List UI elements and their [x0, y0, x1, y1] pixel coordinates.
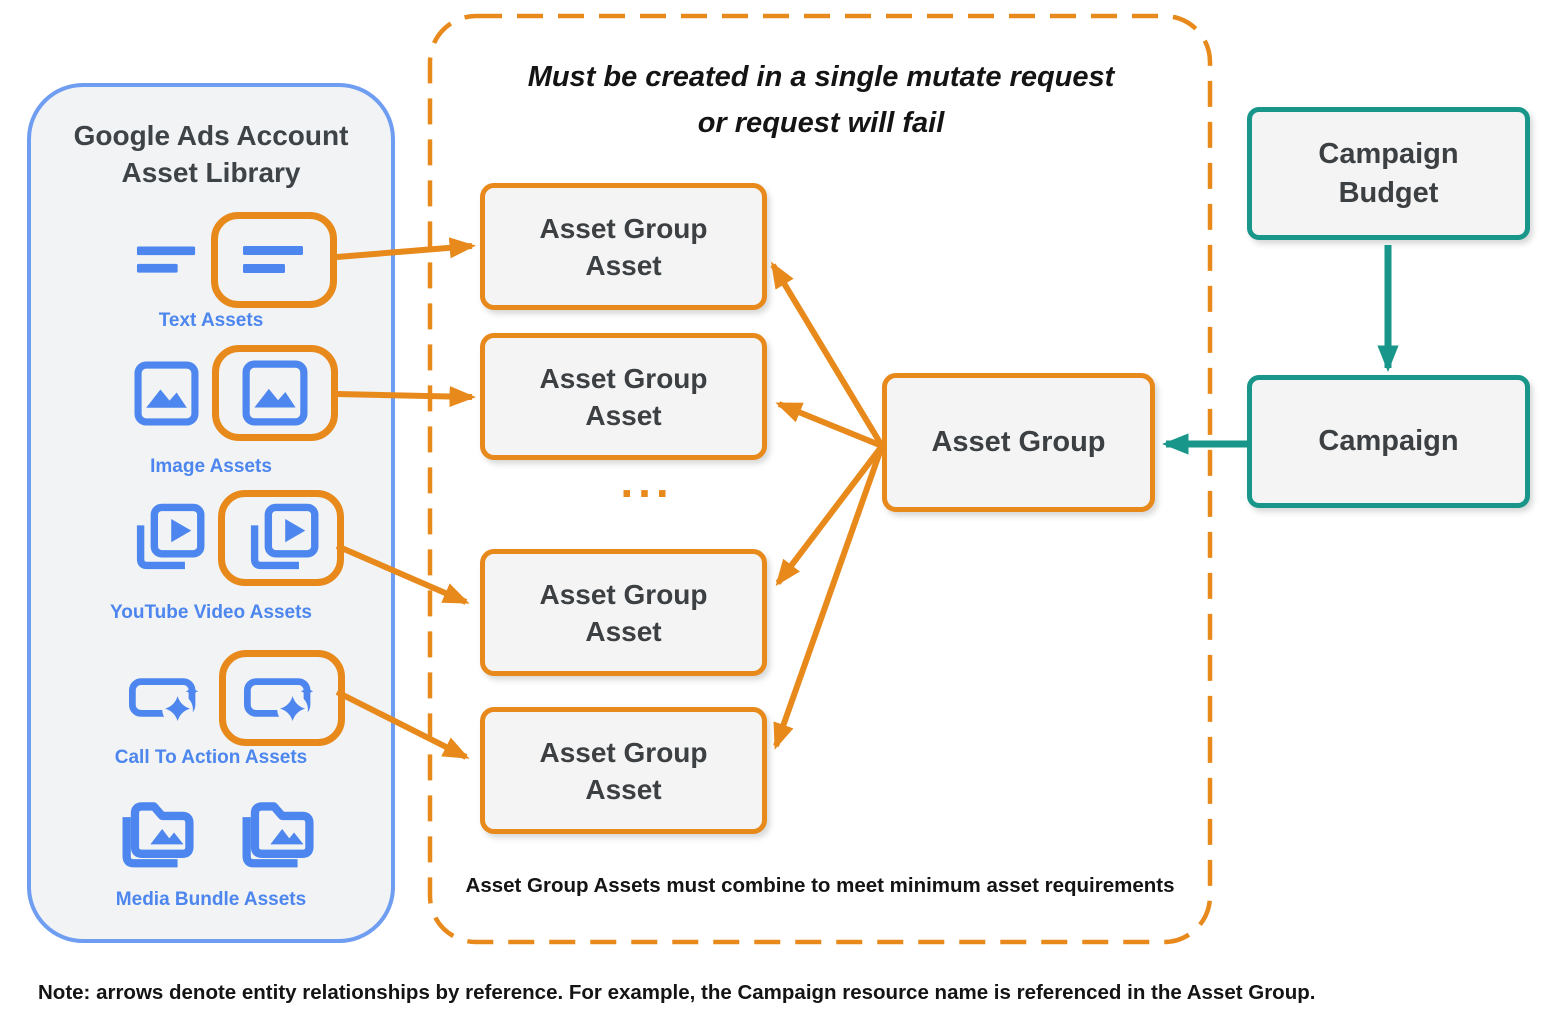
media-bundle-asset-icon [116, 791, 206, 874]
youtube-video-asset-highlight-box [217, 490, 344, 586]
youtube-video-asset-icon [243, 500, 319, 576]
minimum-requirements-caption: Asset Group Assets must combine to meet … [465, 874, 1175, 897]
text-asset-icon [136, 240, 198, 280]
asset-group-asset-box-1: Asset Group Asset [480, 183, 767, 310]
image-asset-icon [242, 360, 308, 426]
arrow-asset-group-to-asset-group-asset-1 [770, 261, 885, 448]
arrow-asset-group-to-asset-group-asset-3 [775, 444, 885, 587]
mutate-request-title: Must be created in a single mutate reque… [432, 54, 1210, 146]
asset-group-label: Asset Group [931, 426, 1106, 458]
campaign-label: Campaign [1318, 425, 1459, 457]
library-row-text-assets [31, 212, 391, 308]
call-to-action-asset-highlight-box [218, 650, 345, 746]
campaign-budget-label: Campaign Budget [1318, 137, 1459, 209]
library-title: Google Ads Account Asset Library [31, 117, 391, 191]
text-asset-highlight-box [210, 212, 337, 308]
asset-group-asset-label: Asset Group Asset [539, 578, 708, 647]
youtube-video-asset-icon [129, 500, 205, 576]
asset-group-asset-label: Asset Group Asset [539, 212, 708, 281]
asset-library-panel: Google Ads Account Asset Library Text As… [27, 83, 395, 943]
library-row-media-bundle-assets [31, 790, 391, 874]
asset-group-asset-label: Asset Group Asset [539, 736, 708, 805]
campaign-box: Campaign [1247, 375, 1530, 508]
more-asset-group-assets-ellipsis: ... [620, 455, 674, 507]
call-to-action-asset-icon [128, 673, 206, 723]
footnote: Note: arrows denote entity relationships… [38, 981, 1316, 1004]
call-to-action-asset-icon [243, 673, 321, 723]
asset-group-asset-label: Asset Group Asset [539, 362, 708, 431]
campaign-budget-box: Campaign Budget [1247, 107, 1530, 240]
mutate-request-title-line2: or request will fail [697, 107, 945, 139]
library-row-call-to-action-assets [31, 650, 391, 746]
media-bundle-asset-icon [236, 791, 326, 874]
library-title-line1: Google Ads Account [73, 120, 349, 151]
library-row-youtube-video-assets [31, 490, 391, 586]
asset-group-asset-box-4: Asset Group Asset [480, 707, 767, 834]
text-assets-label: Text Assets [158, 310, 264, 331]
asset-group-asset-box-3: Asset Group Asset [480, 549, 767, 676]
image-asset-icon [134, 361, 199, 426]
image-assets-label: Image Assets [150, 456, 272, 477]
text-asset-icon [242, 240, 306, 280]
arrow-asset-group-to-asset-group-asset-2 [775, 401, 884, 449]
library-title-line2: Asset Library [121, 157, 301, 188]
media-bundle-assets-label: Media Bundle Assets [115, 889, 307, 910]
image-asset-highlight-box [212, 345, 338, 441]
asset-group-asset-box-2: Asset Group Asset [480, 333, 767, 460]
asset-group-box: Asset Group [882, 373, 1155, 512]
mutate-request-title-line1: Must be created in a single mutate reque… [527, 61, 1115, 93]
youtube-video-assets-label: YouTube Video Assets [109, 602, 312, 623]
arrow-asset-group-to-asset-group-asset-4 [773, 445, 885, 750]
call-to-action-assets-label: Call To Action Assets [114, 747, 308, 768]
library-row-image-assets [31, 345, 391, 441]
